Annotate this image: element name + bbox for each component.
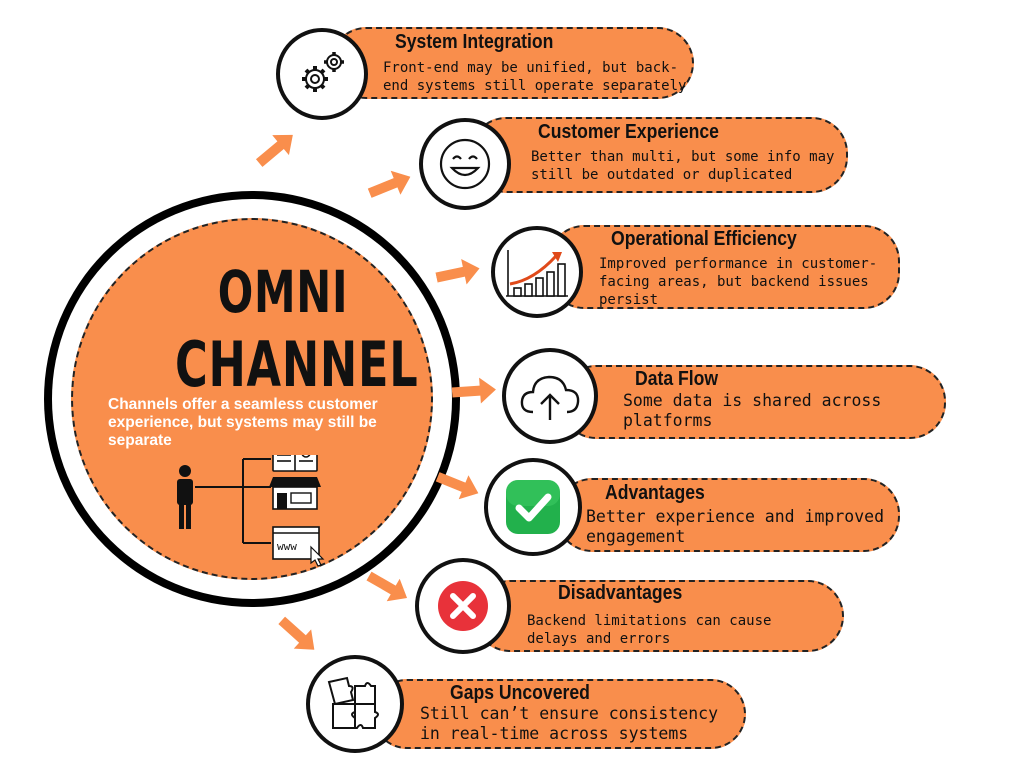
- customer-experience-card: [470, 117, 848, 193]
- item-title: System Integration: [395, 31, 554, 53]
- item-description: Still can’t ensure consistency in real-t…: [420, 704, 719, 743]
- hub-inner-circle: OMNI CHANNEL Channels offer a seamless c…: [71, 218, 433, 580]
- arrow-icon: [366, 571, 408, 602]
- operational-efficiency-card: [548, 225, 900, 309]
- arrow-icon: [435, 259, 480, 285]
- arrow-icon: [367, 170, 411, 198]
- item-title: Advantages: [605, 482, 705, 504]
- catalog-book-icon: [272, 455, 318, 472]
- data-flow-card: [560, 365, 946, 439]
- item-title: Operational Efficiency: [611, 228, 797, 250]
- hub-title-line1: OMNI: [217, 258, 349, 326]
- item-description: Backend limitations can cause delays and…: [527, 613, 772, 647]
- hub-ring: OMNI CHANNEL Channels offer a seamless c…: [52, 199, 452, 599]
- item-description: Some data is shared across platforms: [623, 391, 882, 430]
- gears-icon: [276, 28, 368, 120]
- item-title: Data Flow: [635, 368, 719, 390]
- item-title: Gaps Uncovered: [450, 682, 590, 704]
- puzzle-icon: [306, 655, 404, 753]
- growth-chart-icon: [491, 226, 583, 318]
- website-label: www: [277, 540, 297, 553]
- item-description: Improved performance in customer-facing …: [599, 256, 878, 308]
- item-title: Disadvantages: [558, 582, 683, 604]
- arrow-icon: [255, 134, 293, 167]
- cloud-upload-icon: [502, 348, 598, 444]
- x-icon: [415, 558, 511, 654]
- omni-channel-hub: OMNI CHANNEL Channels offer a seamless c…: [44, 191, 460, 607]
- smiley-icon: [419, 118, 511, 210]
- item-description: Better than multi, but some info may sti…: [531, 149, 835, 183]
- gaps-uncovered-card: [372, 679, 746, 749]
- check-icon: [484, 458, 582, 556]
- item-title: Customer Experience: [538, 121, 719, 143]
- disadvantages-card: [474, 580, 844, 652]
- arrow-icon: [435, 472, 479, 500]
- hub-description: Channels offer a seamless customer exper…: [108, 396, 378, 449]
- advantages-card: [556, 478, 900, 552]
- channel-diagram: www: [177, 455, 325, 567]
- arrow-icon: [278, 616, 315, 650]
- arrow-icon: [451, 377, 496, 404]
- connector-lines: [195, 458, 271, 544]
- item-description: Better experience and improved engagemen…: [586, 507, 885, 546]
- hub-title-line2: CHANNEL: [175, 328, 419, 401]
- storefront-icon: [269, 477, 321, 510]
- website-icon: www: [272, 526, 325, 567]
- item-description: Front-end may be unified, but back-end s…: [383, 60, 687, 94]
- person-icon: [177, 465, 193, 529]
